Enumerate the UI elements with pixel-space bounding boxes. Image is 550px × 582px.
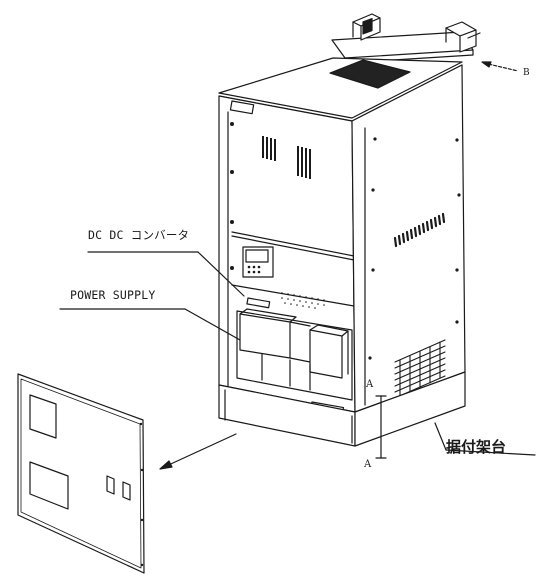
psu-leader bbox=[59, 308, 241, 341]
removal-arrow bbox=[159, 433, 237, 470]
section-a-bottom-label: A bbox=[364, 459, 372, 470]
view-b-label: B bbox=[523, 68, 530, 78]
power-supply-label: POWER SUPPLY bbox=[70, 288, 156, 302]
top-rail-bracket bbox=[331, 13, 481, 64]
dcdc-converter-label: DC DC コンバータ bbox=[88, 228, 190, 242]
section-a-line bbox=[375, 395, 387, 459]
dcdc-leader bbox=[87, 251, 245, 297]
mounting-stand bbox=[218, 371, 466, 447]
section-a-top-label: A bbox=[366, 379, 374, 390]
cabinet-side bbox=[351, 64, 466, 413]
mounting-stand-label: 据付架台 bbox=[446, 438, 507, 456]
stand-leader bbox=[434, 422, 536, 456]
cabinet-front bbox=[218, 95, 356, 417]
view-b-arrow bbox=[481, 61, 519, 72]
front-panel-detached bbox=[17, 373, 145, 574]
